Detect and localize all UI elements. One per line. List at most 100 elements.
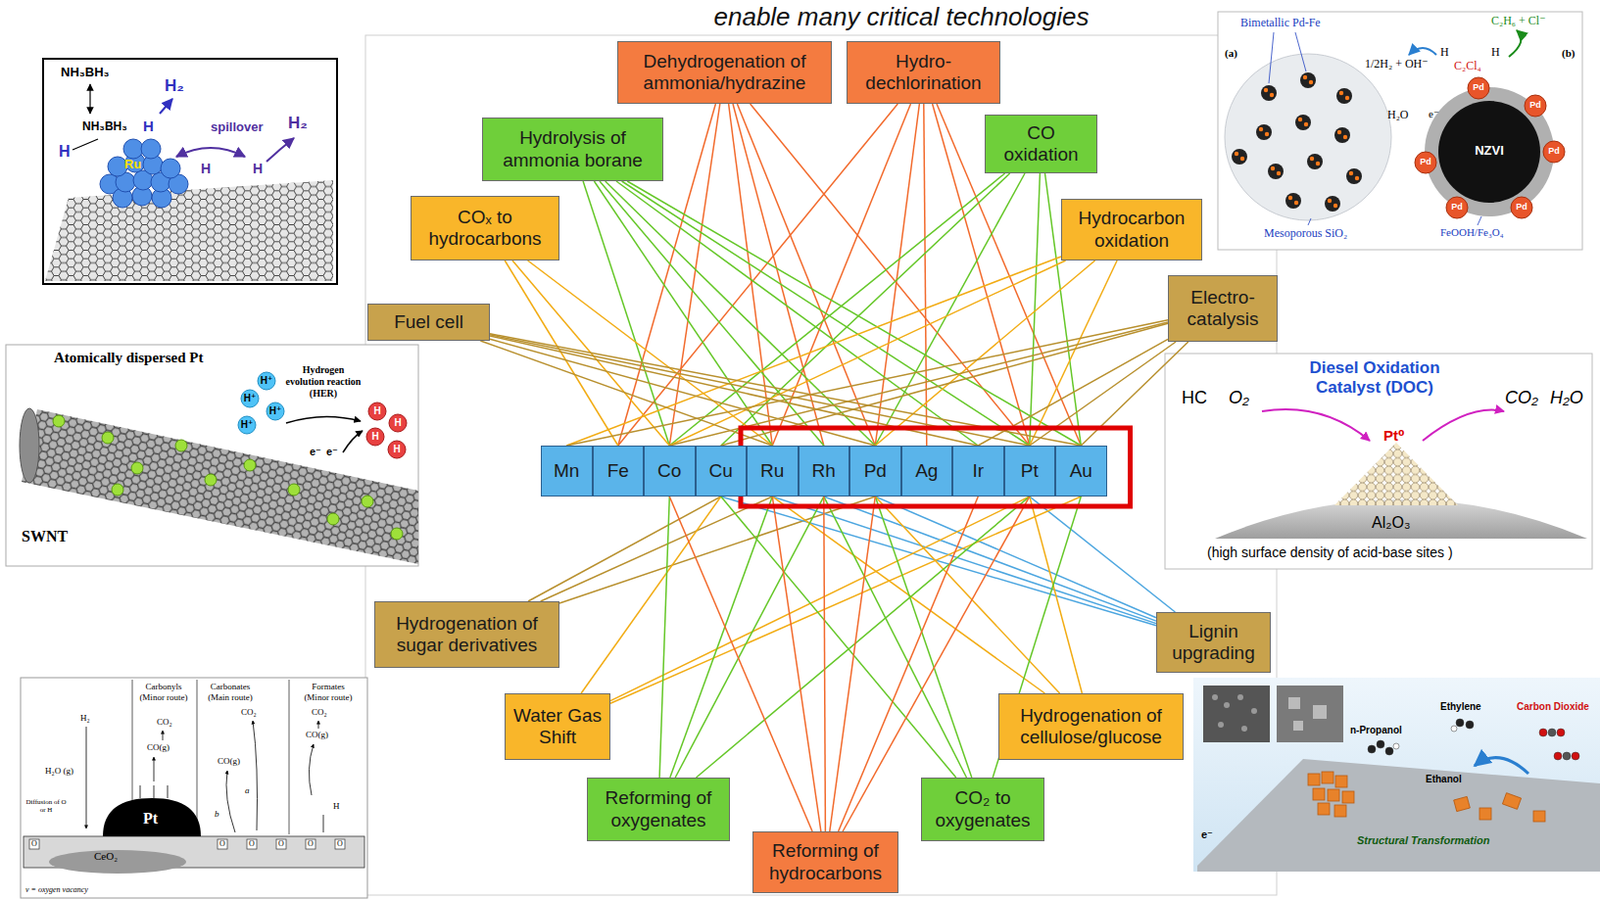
pd-fe-inset	[1324, 195, 1341, 212]
element-symbol: Ir	[971, 460, 984, 483]
pd-fe-inset	[1446, 196, 1468, 219]
illustration-label: H	[333, 801, 340, 813]
nanotube-inset	[387, 440, 406, 459]
pd-fe-inset	[1295, 114, 1311, 131]
ammonia-borane-inset	[45, 180, 334, 282]
connector-line	[874, 496, 972, 778]
nanotube-inset	[52, 415, 403, 540]
copper-inset	[1539, 728, 1548, 737]
element-box: Rh	[798, 445, 851, 497]
application-name: Hydrogenation of sugar derivatives	[381, 613, 553, 658]
pd-fe-inset	[1285, 193, 1302, 209]
pd-fe-inset	[1467, 77, 1490, 99]
illustration-label: e⁻	[1428, 107, 1440, 121]
application-name: Lignin upgrading	[1163, 621, 1264, 666]
application-box: Hydrogenation of sugar derivatives	[374, 601, 560, 669]
connector-line	[829, 496, 876, 832]
nanotube-inset	[19, 408, 40, 484]
pd-fe-inset	[1343, 135, 1348, 140]
pd-fe-inset	[1234, 75, 1359, 208]
illustration-label: NZVI	[1469, 143, 1509, 159]
pd-fe-inset	[1309, 80, 1313, 85]
pd-fe-inset	[1408, 48, 1437, 55]
connector-line	[824, 496, 826, 832]
pd-fe-inset	[1231, 148, 1248, 165]
application-name: Water Gas Shift	[511, 705, 604, 750]
element-symbol: Ag	[915, 460, 938, 483]
illustration-label: (a)	[1224, 47, 1238, 60]
illustration-label: Carbonyls (Minor route)	[134, 681, 194, 704]
element-symbol: Cu	[709, 460, 733, 483]
ammonia-borane-inset	[160, 158, 181, 179]
pd-fe-inset	[1349, 171, 1354, 176]
pd-fe-inset	[1315, 161, 1320, 166]
copper-inset	[1455, 719, 1464, 728]
illustration-label: CO₂	[311, 707, 328, 719]
illustration-label: H	[389, 443, 404, 456]
illustration-label: SWNT	[21, 527, 68, 546]
illustration-label: H₂O	[1387, 107, 1409, 122]
pd-fe-inset	[1424, 87, 1554, 217]
copper-inset	[1193, 678, 1600, 873]
illustration-label: H₂	[80, 713, 91, 725]
illustration-label: H	[1440, 45, 1450, 59]
application-box: Hydrolysis of ammonia borane	[482, 117, 664, 182]
element-symbol: Au	[1069, 460, 1093, 483]
pd-fe-inset	[1217, 11, 1583, 250]
ceria-inset	[140, 785, 142, 799]
pd-fe-inset	[1276, 171, 1281, 176]
pd-fe-inset	[1346, 168, 1362, 185]
connector-line	[824, 496, 968, 778]
ammonia-borane-inset	[159, 98, 173, 114]
element-symbol: Rh	[812, 460, 836, 483]
illustration-label: Atomically dispersed Pt	[53, 348, 203, 367]
illustration-label: C₂H₆ + Cl⁻	[1491, 13, 1546, 28]
doc-inset	[1334, 442, 1458, 506]
connector-line	[696, 496, 1030, 778]
element-box: Ru	[746, 445, 799, 497]
illustration-label: O₂	[1228, 387, 1250, 410]
illustration-label: Diesel Oxidation Catalyst (DOC)	[1291, 358, 1458, 399]
illustration-label: CO₂	[156, 717, 173, 728]
pd-fe-inset	[1231, 72, 1362, 212]
ceria-inset	[132, 679, 290, 835]
pd-fe-inset	[1303, 75, 1308, 80]
copper-inset	[1451, 726, 1457, 732]
ammonia-borane-inset	[72, 139, 98, 150]
doc-inset	[1422, 410, 1504, 441]
copper-inset	[1312, 705, 1327, 720]
nanotube-inset	[390, 528, 403, 540]
nanotube-inset	[368, 402, 387, 421]
illustration-label: O	[276, 839, 287, 850]
copper-inset	[1317, 803, 1330, 816]
nanotube-inset	[5, 344, 419, 567]
ceria-inset	[102, 798, 201, 837]
nanotube-inset	[52, 415, 65, 428]
illustration-label: (high surface density of acid-base sites…	[1207, 544, 1454, 562]
copper-inset	[1327, 789, 1340, 802]
illustration-label: H⁺	[259, 375, 274, 388]
ceria-inset	[48, 850, 187, 874]
pd-fe-inset	[1270, 166, 1275, 171]
copper-inset	[1367, 745, 1376, 754]
ammonia-borane-inset	[43, 58, 338, 285]
illustration-label: v = oxygen vacancy	[25, 885, 89, 896]
pd-fe-inset	[1268, 32, 1274, 84]
ammonia-borane-inset	[43, 58, 338, 285]
copper-inset	[1562, 752, 1571, 761]
pd-fe-inset	[1259, 127, 1263, 132]
pd-fe-inset	[1524, 95, 1547, 117]
application-name: Dehydrogenation of ammonia/hydrazine	[624, 50, 825, 96]
connector-line	[622, 181, 1030, 446]
pd-fe-inset	[1337, 130, 1342, 135]
pd-fe-inset	[1298, 117, 1303, 122]
copper-inset	[1474, 758, 1529, 775]
illustration-label: CO₂	[1504, 387, 1539, 410]
application-box: Hydrocarbon oxidation	[1061, 198, 1203, 261]
illustration-label: FeOOH/Fe₃O₄	[1440, 226, 1504, 240]
application-box: Fuel cell	[367, 303, 490, 341]
nanotube-inset	[131, 462, 144, 475]
copper-inset	[1556, 728, 1565, 737]
illustration-label: CO(g)	[305, 729, 329, 741]
connector-line	[559, 496, 875, 604]
